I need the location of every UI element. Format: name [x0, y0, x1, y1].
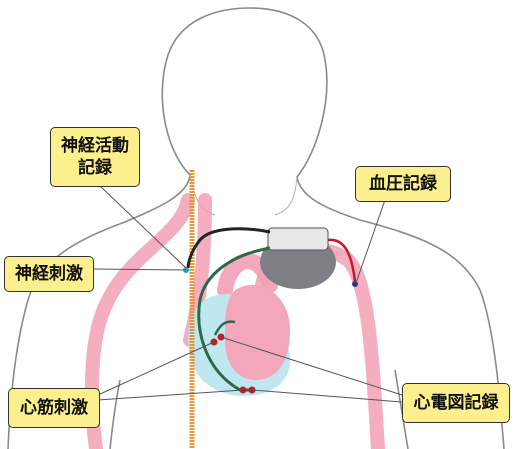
label-ecg: 心電図記録	[402, 383, 510, 423]
leader-line	[94, 269, 186, 270]
label-nerve-activity-line2: 記録	[78, 157, 112, 179]
left-vessel	[92, 200, 188, 449]
label-ecg-text: 心電図記録	[414, 392, 499, 414]
label-nerve-activity: 神経活動 記録	[50, 127, 140, 187]
leader-line	[98, 390, 243, 400]
heart-left-icon	[225, 285, 290, 380]
label-nerve-activity-line1: 神経活動	[61, 135, 129, 157]
label-blood-pressure: 血圧記録	[355, 166, 451, 202]
leader-line	[356, 200, 385, 283]
implant-header	[268, 228, 328, 250]
label-blood-pressure-text: 血圧記録	[369, 173, 437, 195]
electrode-dot-icon	[352, 281, 358, 287]
label-nerve-stim: 神経刺激	[4, 256, 94, 292]
label-muscle-stim: 心筋刺激	[8, 388, 100, 428]
label-nerve-stim-text: 神経刺激	[15, 263, 83, 285]
label-muscle-stim-text: 心筋刺激	[20, 397, 88, 419]
